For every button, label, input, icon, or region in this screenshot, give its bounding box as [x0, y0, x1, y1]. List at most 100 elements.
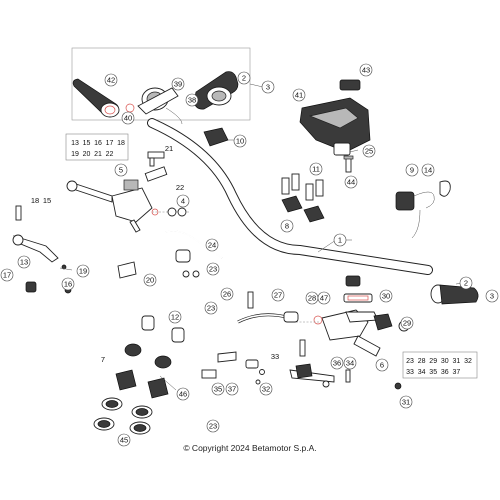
left-grip [72, 78, 120, 118]
group-right-item: 32 [464, 358, 472, 365]
callout-number: 42 [107, 76, 115, 85]
group-right-item: 31 [453, 358, 461, 365]
group-right-item: 29 [429, 358, 437, 365]
group-left-item: 18 [117, 140, 125, 147]
part-43 [339, 79, 361, 91]
clutch-lever [12, 234, 73, 294]
callout-circle [168, 310, 182, 324]
screw-18 [15, 205, 22, 221]
callout-number: 44 [347, 178, 355, 187]
callout-circle [176, 194, 190, 208]
group-right-item: 23 [406, 358, 414, 365]
callout-circle [375, 358, 389, 372]
callout-number: 29 [403, 319, 411, 328]
callout-number: 8 [285, 222, 289, 231]
callout-circle [359, 63, 373, 77]
fitting-4 [177, 207, 187, 217]
callout-number: 17 [3, 271, 11, 280]
group-right-item: 37 [453, 369, 461, 376]
group-box-right [402, 351, 478, 379]
callout-circle [333, 233, 347, 247]
part-label: 7 [101, 355, 105, 364]
o-ring-left [151, 208, 159, 216]
part-label: 22 [176, 183, 184, 192]
callout-number: 3 [490, 292, 494, 301]
callout-number: 25 [365, 147, 373, 156]
callout-number: 43 [362, 66, 370, 75]
callout-circle [114, 163, 128, 177]
callout-number: 28 [308, 294, 316, 303]
plain-label-layer: 7 15 18 21 22 33 [31, 144, 279, 364]
callout-number: 46 [179, 390, 187, 399]
callout-number: 3 [266, 83, 270, 92]
fitting-3 [167, 207, 177, 217]
callout-circle [399, 395, 413, 409]
bushing-stack [93, 315, 185, 435]
callout-circle [61, 277, 75, 291]
group-left-item: 22 [106, 151, 114, 158]
hose-27 [237, 291, 306, 357]
part-label: 18 [31, 196, 39, 205]
callout-circle [176, 387, 190, 401]
group-right-item: 33 [406, 369, 414, 376]
callout-circle [330, 356, 344, 370]
callout-circle [220, 287, 234, 301]
callout-number: 1 [338, 236, 342, 245]
callout-circle [400, 316, 414, 330]
callout-circle [206, 262, 220, 276]
screw-21 [149, 157, 155, 167]
callout-circle [405, 163, 419, 177]
callout-number: 24 [208, 241, 216, 250]
callout-number: 9 [410, 166, 414, 175]
callout-number: 38 [188, 96, 196, 105]
callout-number: 19 [79, 267, 87, 276]
callout-circle [233, 134, 247, 148]
copyright-text: © Copyright 2024 Betamotor S.p.A. [183, 443, 316, 453]
callout-circle [485, 289, 499, 303]
callout-circle [421, 163, 435, 177]
callout-circle [206, 419, 220, 433]
callout-number: 5 [119, 166, 123, 175]
callout-circle [271, 288, 285, 302]
callout-circle [76, 264, 90, 278]
callout-number: 35 [214, 385, 222, 394]
callout-number: 30 [382, 292, 390, 301]
right-master-cylinder [296, 293, 410, 357]
part-label: 33 [271, 352, 279, 361]
part-label: 15 [43, 196, 51, 205]
group-right-item: 34 [418, 369, 426, 376]
kit-right-grip [193, 71, 239, 110]
callout-circle [0, 268, 14, 282]
part-label: 21 [165, 144, 173, 153]
callout-number: 39 [174, 80, 182, 89]
right-lever-parts [201, 351, 351, 388]
callout-number: 20 [146, 276, 154, 285]
callout-number: 23 [207, 304, 215, 313]
callout-number: 2 [242, 74, 246, 83]
callout-number: 47 [320, 294, 328, 303]
callout-number: 36 [333, 359, 341, 368]
callout-circle [317, 291, 331, 305]
callout-circle [379, 289, 393, 303]
callout-circle [237, 71, 251, 85]
callout-circle [309, 162, 323, 176]
callout-circle [143, 273, 157, 287]
callout-circle [211, 382, 225, 396]
callout-number: 32 [262, 385, 270, 394]
callout-number: 26 [223, 290, 231, 299]
switch-9 [395, 180, 451, 239]
group-right-item: 30 [441, 358, 449, 365]
callout-number: 6 [380, 361, 384, 370]
group-left-item: 13 [71, 140, 79, 147]
group-left-item: 21 [94, 151, 102, 158]
callout-number: 10 [236, 137, 244, 146]
callout-number: 4 [181, 197, 185, 206]
group-left-item: 19 [71, 151, 79, 158]
callout-number: 12 [171, 313, 179, 322]
group-left-item: 20 [83, 151, 91, 158]
part-31 [394, 382, 402, 390]
right-grip [430, 282, 479, 305]
